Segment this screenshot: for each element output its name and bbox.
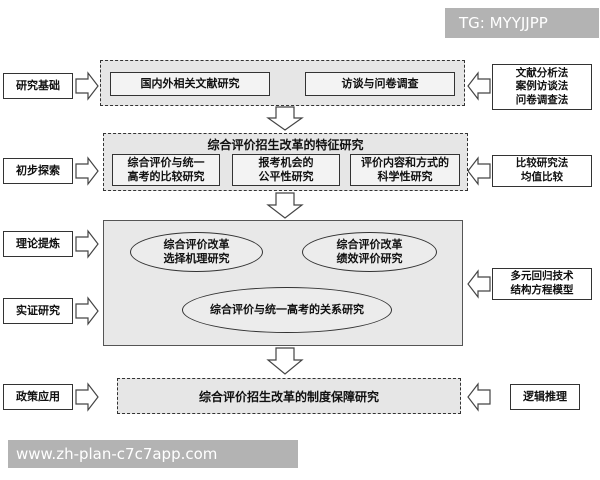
- stage4-panel: 综合评价招生改革的制度保障研究: [117, 378, 461, 414]
- right-label-text: 逻辑推理: [523, 389, 567, 403]
- down-arrow-2: [266, 192, 304, 219]
- right-label-methods-4: 逻辑推理: [510, 384, 580, 410]
- down-arrow-3: [266, 347, 304, 375]
- stage3-ellipse-relationship: 综合评价与统一高考的关系研究: [182, 287, 392, 333]
- watermark-bottom-text: www.zh-plan-c7c7app.com: [16, 445, 218, 463]
- watermark-top-text: TG: MYYJJPP: [459, 14, 548, 32]
- stage1-survey-box: 访谈与问卷调查: [305, 72, 455, 96]
- stage2-box-text: 综合评价与统一 高考的比较研究: [127, 155, 205, 183]
- stage2-box-fairness: 报考机会的 公平性研究: [232, 154, 340, 186]
- watermark-top: TG: MYYJJPP: [445, 8, 599, 38]
- stage3-ellipse-text: 综合评价与统一高考的关系研究: [210, 302, 364, 316]
- left-arrow-5: [75, 382, 99, 412]
- right-label-text: 比较研究法 均值比较: [515, 157, 569, 183]
- left-label-empirical-study: 实证研究: [3, 298, 73, 324]
- right-label-methods-2: 比较研究法 均值比较: [492, 155, 592, 187]
- left-label-text: 理论提炼: [16, 236, 60, 250]
- left-label-text: 政策应用: [16, 389, 60, 403]
- stage2-box-comparison: 综合评价与统一 高考的比较研究: [112, 154, 220, 186]
- right-arrow-4: [467, 382, 491, 412]
- left-label-policy-application: 政策应用: [3, 384, 73, 410]
- stage4-text: 综合评价招生改革的制度保障研究: [198, 389, 379, 404]
- left-label-text: 初步探索: [16, 163, 60, 177]
- right-arrow-2: [467, 156, 491, 186]
- stage2-title: 综合评价招生改革的特征研究: [207, 138, 364, 152]
- left-label-text: 研究基础: [16, 78, 60, 92]
- left-arrow-4: [75, 296, 99, 326]
- right-label-text: 多元回归技术 结构方程模型: [510, 270, 574, 296]
- stage3-ellipse-performance: 综合评价改革 绩效评价研究: [302, 232, 437, 272]
- stage2-box-text: 报考机会的 公平性研究: [258, 155, 314, 183]
- stage2-box-scientific: 评价内容和方式的 科学性研究: [350, 154, 460, 186]
- stage3-ellipse-text: 综合评价改革 绩效评价研究: [336, 237, 403, 265]
- left-arrow-3: [75, 229, 99, 259]
- left-label-theory-refinement: 理论提炼: [3, 231, 73, 257]
- stage2-box-text: 评价内容和方式的 科学性研究: [361, 155, 449, 183]
- left-label-initial-exploration: 初步探索: [3, 158, 73, 184]
- right-arrow-3: [467, 269, 491, 299]
- down-arrow-1: [266, 106, 304, 131]
- stage1-left-text: 国内外相关文献研究: [140, 76, 240, 90]
- left-label-research-basis: 研究基础: [3, 73, 73, 99]
- right-label-methods-3: 多元回归技术 结构方程模型: [492, 268, 592, 300]
- stage1-right-text: 访谈与问卷调查: [341, 76, 419, 90]
- right-label-methods-1: 文献分析法 案例访谈法 问卷调查法: [492, 64, 592, 110]
- stage3-ellipse-text: 综合评价改革 选择机理研究: [163, 237, 230, 265]
- left-label-text: 实证研究: [16, 303, 60, 317]
- stage3-ellipse-mechanism: 综合评价改革 选择机理研究: [130, 232, 263, 272]
- right-arrow-1: [467, 71, 491, 101]
- left-arrow-1: [75, 71, 99, 101]
- left-arrow-2: [75, 156, 99, 186]
- watermark-bottom: www.zh-plan-c7c7app.com: [8, 440, 298, 468]
- stage1-literature-box: 国内外相关文献研究: [110, 72, 270, 96]
- right-label-text: 文献分析法 案例访谈法 问卷调查法: [515, 66, 569, 106]
